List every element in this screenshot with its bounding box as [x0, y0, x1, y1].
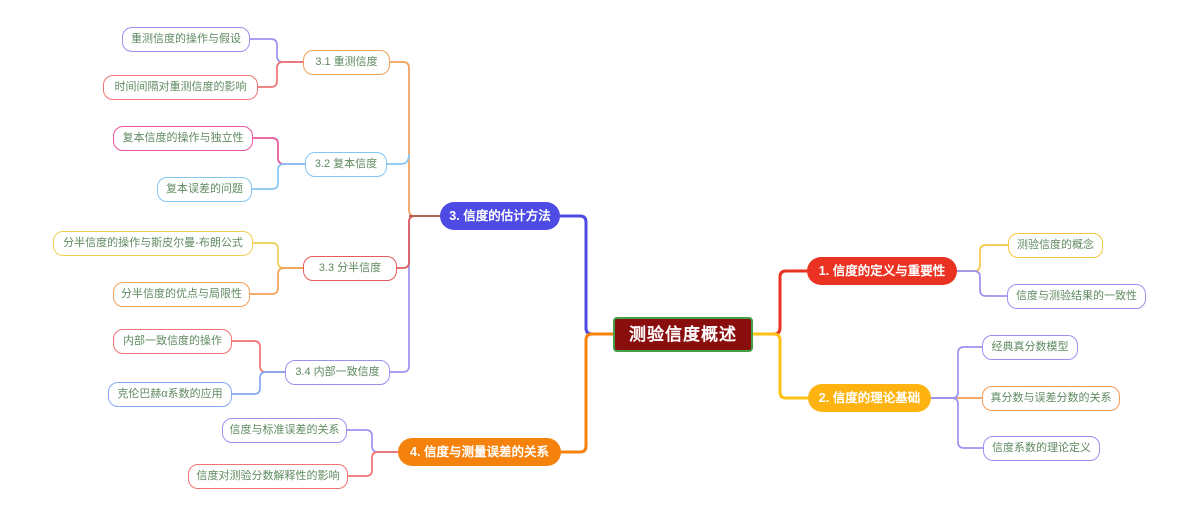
connector-topic-4-1 — [347, 429, 398, 453]
connector-topic-3-2-2 — [252, 163, 305, 190]
topic-3-1-1[interactable]: 重测信度的操作与假设 — [122, 27, 250, 52]
topic-3-1-2[interactable]: 时间间隔对重测信度的影响 — [103, 75, 258, 100]
connector-topic-3-1-2 — [258, 61, 303, 88]
connector-topic-3-4-1 — [232, 340, 285, 373]
topic-2-2[interactable]: 真分数与误差分数的关系 — [982, 386, 1120, 411]
central-topic[interactable]: 测验信度概述 — [613, 317, 753, 352]
topic-3-3-1[interactable]: 分半信度的操作与斯皮尔曼-布朗公式 — [53, 231, 253, 256]
connector-topic-3-4-2 — [232, 371, 285, 395]
connector-topic-2-1 — [931, 346, 982, 399]
subbranch-3-1[interactable]: 3.1 重测信度 — [303, 50, 390, 75]
connector-topic-3-1-1 — [250, 38, 303, 63]
topic-2-1[interactable]: 经典真分数模型 — [982, 335, 1078, 360]
branch-2[interactable]: 2. 信度的理论基础 — [808, 384, 931, 412]
topic-3-4-2[interactable]: 克伦巴赫α系数的应用 — [108, 382, 232, 407]
topic-2-3[interactable]: 信度系数的理论定义 — [983, 436, 1100, 461]
connector-subbranch-3-2 — [387, 153, 410, 165]
branch-3[interactable]: 3. 信度的估计方法 — [440, 202, 560, 230]
connector-topic-2-3 — [931, 397, 983, 449]
topic-3-2-1[interactable]: 复本信度的操作与独立性 — [113, 126, 253, 151]
connector-subbranch-3-4 — [390, 215, 440, 373]
subbranch-3-2[interactable]: 3.2 复本信度 — [305, 152, 387, 177]
branch-4[interactable]: 4. 信度与测量误差的关系 — [398, 438, 561, 466]
subbranch-3-3[interactable]: 3.3 分半信度 — [303, 256, 397, 281]
connector-branch-1 — [753, 269, 807, 336]
connector-topic-3-2-1 — [253, 137, 305, 165]
connector-topic-1-2 — [957, 270, 1007, 297]
topic-3-3-2[interactable]: 分半信度的优点与局限性 — [113, 282, 250, 307]
connector-topic-3-3-1 — [253, 242, 303, 269]
branch-1[interactable]: 1. 信度的定义与重要性 — [807, 257, 957, 285]
topic-3-4-1[interactable]: 内部一致信度的操作 — [113, 329, 232, 354]
connector-topic-1-1 — [957, 244, 1008, 272]
connector-branch-2 — [753, 332, 808, 400]
connector-topic-3-3-2 — [250, 267, 303, 295]
connector-branch-4 — [561, 332, 613, 454]
connector-subbranch-3-3 — [397, 215, 440, 269]
connector-topic-4-2 — [348, 451, 398, 477]
topic-4-2[interactable]: 信度对测验分数解释性的影响 — [188, 464, 348, 489]
topic-3-2-2[interactable]: 复本误差的问题 — [157, 177, 252, 202]
topic-1-1[interactable]: 测验信度的概念 — [1008, 233, 1103, 258]
topic-4-1[interactable]: 信度与标准误差的关系 — [222, 418, 347, 443]
connector-subbranch-3-1 — [390, 61, 440, 217]
topic-1-2[interactable]: 信度与测验结果的一致性 — [1007, 284, 1146, 309]
subbranch-3-4[interactable]: 3.4 内部一致信度 — [285, 360, 390, 385]
connector-branch-3 — [560, 214, 613, 336]
